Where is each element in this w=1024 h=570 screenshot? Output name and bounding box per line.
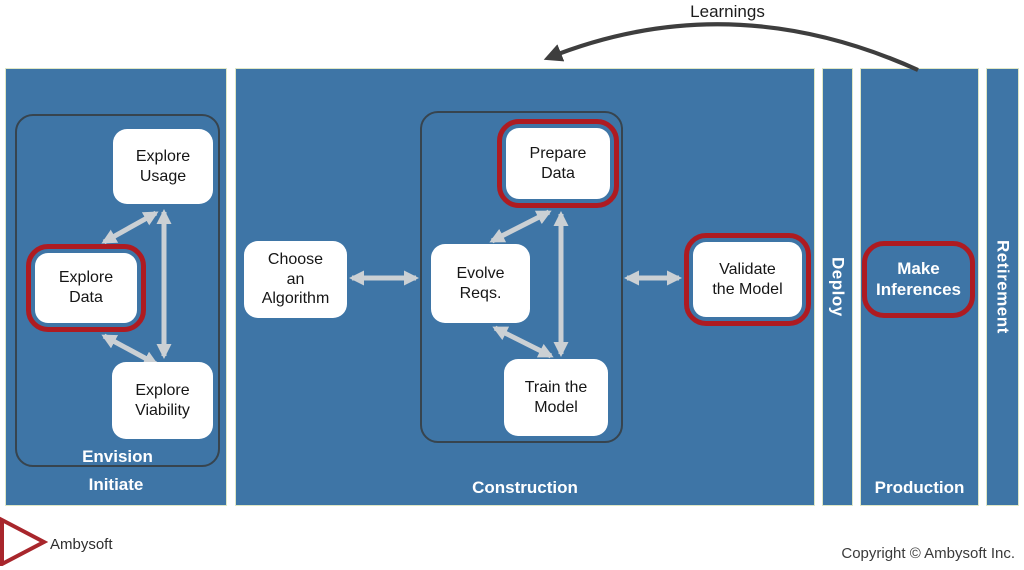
activity-explore-usage: Explore Usage xyxy=(113,129,213,204)
activity-explore-data-highlight: Explore Data xyxy=(26,244,146,332)
phase-label-construction: Construction xyxy=(472,478,578,497)
envision-group-label: Envision xyxy=(82,447,153,466)
activity-choose-an-algorithm: Choose an Algorithm xyxy=(244,241,347,318)
activity-make-inferences-highlight: Make Inferences xyxy=(862,241,975,318)
phase-panel-retirement: Retirement xyxy=(986,68,1019,506)
phase-label-retirement: Retirement xyxy=(993,240,1013,334)
activity-make-inferences: Make Inferences xyxy=(875,258,962,299)
envision-group-border xyxy=(15,114,220,467)
phase-panel-production xyxy=(860,68,979,506)
activity-prepare-data-highlight: Prepare Data xyxy=(497,119,619,208)
ambysoft-triangle-icon xyxy=(0,516,48,566)
activity-evolve-reqs: Evolve Reqs. xyxy=(431,244,530,323)
phase-label-production: Production xyxy=(874,478,965,497)
phase-label-deploy: Deploy xyxy=(828,257,848,317)
activity-prepare-data: Prepare Data xyxy=(506,128,610,199)
learnings-label: Learnings xyxy=(690,2,765,21)
copyright-text: Copyright © Ambysoft Inc. xyxy=(841,545,1015,562)
ambysoft-logo-text: Ambysoft xyxy=(50,535,113,553)
phase-panel-deploy: Deploy xyxy=(822,68,853,506)
ambysoft-logo: Ambysoft xyxy=(0,516,113,566)
activity-validate-the-model: Validate the Model xyxy=(693,242,802,317)
activity-train-the-model: Train the Model xyxy=(504,359,608,436)
activity-validate-the-model-highlight: Validate the Model xyxy=(684,233,811,326)
phase-label-initiate: Initiate xyxy=(88,475,144,494)
activity-explore-viability: Explore Viability xyxy=(112,362,213,439)
construction-inner-group-border xyxy=(420,111,623,443)
activity-explore-data: Explore Data xyxy=(35,253,137,323)
learnings-arrow xyxy=(543,22,919,72)
